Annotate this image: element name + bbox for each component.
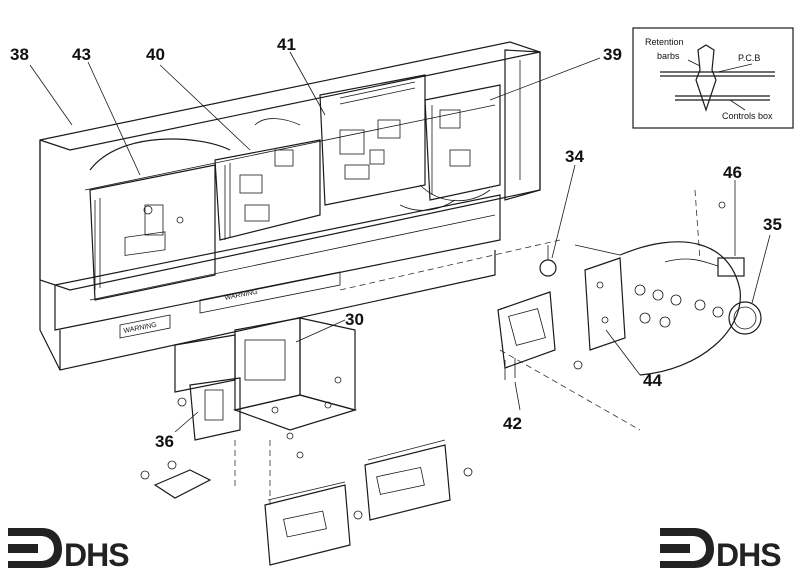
mounting-bracket-36	[189, 377, 241, 441]
inset-retention: Retention	[645, 37, 684, 47]
svg-text:DHS: DHS	[716, 537, 781, 573]
pcb-43-pins	[94, 198, 101, 290]
dhs-logo-mark	[660, 528, 714, 568]
potentiometer-34	[539, 245, 557, 277]
connector-46	[664, 257, 745, 277]
warning-label-1: WARNING	[199, 271, 341, 314]
warning-label-2: WARNING	[119, 314, 171, 339]
inset-pcb: P.C.B	[738, 53, 760, 63]
callout-44: 44	[643, 371, 662, 390]
callout-labels: 38 43 40 41 39 34 46 35 30 44 42 36	[10, 35, 782, 451]
leader-lines	[29, 51, 771, 433]
callout-30: 30	[345, 310, 364, 329]
screw-46	[718, 201, 726, 209]
callout-39: 39	[603, 45, 622, 64]
callout-46: 46	[723, 163, 742, 182]
dhs-logo-left: DHS	[8, 528, 130, 573]
callout-40: 40	[146, 45, 165, 64]
callout-36: 36	[155, 432, 174, 451]
terminal-block-left	[264, 481, 351, 566]
svg-text:DHS: DHS	[64, 537, 129, 573]
transformer-30	[174, 317, 358, 431]
pcb-41	[319, 74, 426, 206]
inset-controls-box: Controls box	[722, 111, 773, 121]
dhs-logo-mark	[8, 528, 62, 568]
pcb-39	[424, 84, 501, 201]
pcb-40	[214, 139, 321, 241]
control-cylinder	[574, 241, 741, 376]
cable-tie	[254, 118, 301, 126]
callout-38: 38	[10, 45, 29, 64]
controls-box-housing	[39, 41, 541, 371]
screw-set	[177, 376, 342, 459]
knob-35	[728, 301, 762, 335]
front-panel-44	[584, 257, 626, 351]
dhs-logo-right: DHS	[660, 528, 782, 573]
screw-44	[573, 360, 583, 370]
callout-42: 42	[503, 414, 522, 433]
callout-41: 41	[277, 35, 296, 54]
clamp-36	[140, 460, 212, 499]
retention-detail-inset: Retention barbs P.C.B Controls box	[632, 27, 794, 129]
callout-34: 34	[565, 147, 584, 166]
inset-barbs: barbs	[657, 51, 680, 61]
wiring-loom	[89, 138, 231, 171]
terminal-block-right	[364, 439, 451, 521]
pcb-41-connectors	[339, 81, 416, 105]
callout-35: 35	[763, 215, 782, 234]
svg-text:WARNING: WARNING	[224, 289, 258, 302]
pcb-43	[89, 164, 216, 301]
terminal-screws	[353, 467, 473, 520]
switch-knobs	[634, 284, 724, 328]
callout-43: 43	[72, 45, 91, 64]
pcb-42	[497, 291, 556, 380]
